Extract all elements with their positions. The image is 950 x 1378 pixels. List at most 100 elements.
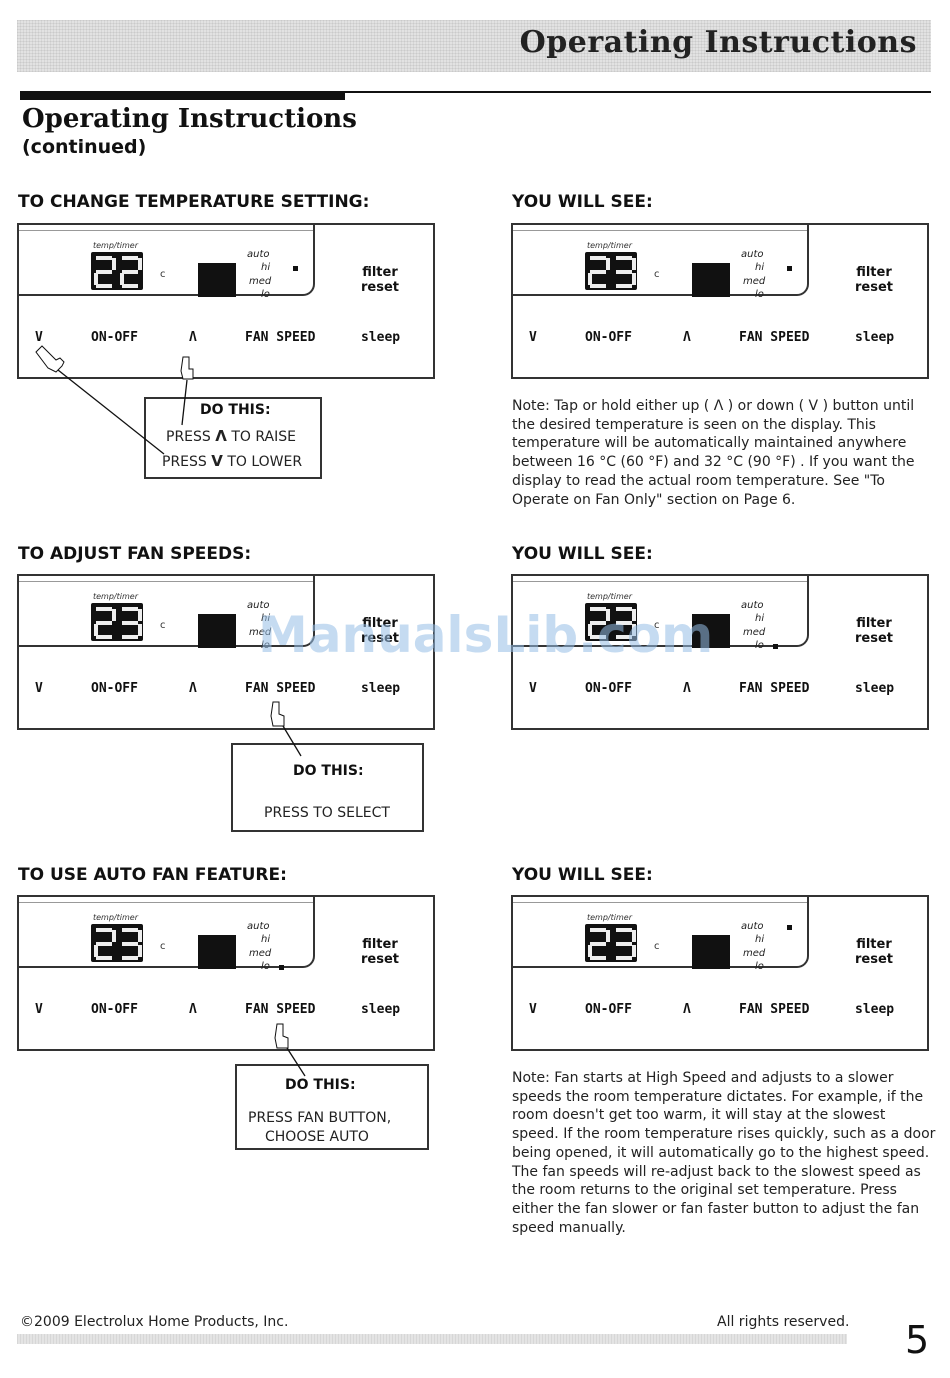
fan-speed-button[interactable]: FAN SPEED [739, 681, 810, 696]
temp-up-button[interactable]: Λ [189, 330, 197, 345]
speed-med-label: med [249, 627, 272, 638]
speed-med-label: med [743, 948, 766, 959]
temperature-display [585, 603, 637, 641]
fan-speed-button[interactable]: FAN SPEED [739, 330, 810, 345]
on-off-button[interactable]: ON-OFF [91, 1002, 138, 1017]
display-segment [616, 621, 632, 625]
sleep-button[interactable]: sleep [855, 330, 895, 345]
speed-indicator-dot [279, 965, 284, 970]
speed-lo-label: lo [755, 961, 764, 972]
temp-down-button[interactable]: V [529, 1002, 537, 1017]
display-segment [632, 945, 636, 957]
display-segment [616, 270, 632, 274]
divider [19, 902, 313, 903]
temp-up-button[interactable]: Λ [683, 1002, 691, 1017]
fan-speed-button[interactable]: FAN SPEED [739, 1002, 810, 1017]
temp-timer-label: temp/timer [93, 913, 138, 922]
do-this-box-auto-fan: DO THIS: PRESS FAN BUTTON, CHOOSE AUTO [235, 1064, 429, 1150]
temperature-display [91, 252, 143, 290]
temp-down-button[interactable]: V [35, 1002, 43, 1017]
sleep-button[interactable]: sleep [361, 330, 401, 345]
do-this-title: DO THIS: [285, 1077, 356, 1093]
display-segment [94, 624, 98, 636]
display-area: temp/timer c auto hi med lo [513, 225, 809, 300]
display-area: temp/timer c auto hi med lo [513, 897, 809, 972]
display-segment [590, 284, 606, 288]
sleep-button[interactable]: sleep [361, 681, 401, 696]
sleep-button[interactable]: sleep [361, 1002, 401, 1017]
heading-you-will-see-3: YOU WILL SEE: [512, 865, 653, 885]
display-segment [138, 945, 142, 957]
header-banner-title: Operating Instructions [519, 25, 917, 60]
display-segment [122, 928, 138, 932]
down-arrow-icon: V [211, 452, 223, 470]
speed-auto-label: auto [247, 249, 270, 260]
sleep-button[interactable]: sleep [855, 681, 895, 696]
divider [19, 230, 313, 231]
note-auto-fan: Note: Fan starts at High Speed and adjus… [512, 1070, 936, 1236]
display-segment [122, 270, 138, 274]
copyright: ©2009 Electrolux Home Products, Inc. [20, 1314, 289, 1330]
section-title: Operating Instructions [22, 104, 357, 134]
temp-up-button[interactable]: Λ [683, 681, 691, 696]
display-segment [606, 930, 610, 942]
speed-med-label: med [249, 948, 272, 959]
on-off-button[interactable]: ON-OFF [585, 1002, 632, 1017]
sleep-button[interactable]: sleep [855, 1002, 895, 1017]
temp-down-button[interactable]: V [529, 681, 537, 696]
title-rule-accent [20, 91, 345, 100]
temp-down-button[interactable]: V [35, 330, 43, 345]
fan-speed-button[interactable]: FAN SPEED [245, 1002, 316, 1017]
display-segment [590, 270, 606, 274]
speed-auto-label: auto [741, 921, 764, 932]
speed-hi-label: hi [755, 613, 765, 624]
heading-change-temperature: TO CHANGE TEMPERATURE SETTING: [18, 192, 370, 212]
speed-hi-label: hi [261, 262, 271, 273]
celsius-label: c [654, 269, 660, 280]
speed-med-label: med [249, 276, 272, 287]
indicator-block [198, 935, 236, 969]
temperature-display [585, 252, 637, 290]
temp-down-button[interactable]: V [529, 330, 537, 345]
display-segment [122, 607, 138, 611]
on-off-button[interactable]: ON-OFF [91, 330, 138, 345]
display-segment [96, 607, 112, 611]
header-banner: Operating Instructions [17, 20, 931, 72]
section-subtitle: (continued) [22, 136, 147, 158]
fan-speed-button[interactable]: FAN SPEED [245, 681, 316, 696]
speed-hi-label: hi [755, 934, 765, 945]
temperature-display [91, 603, 143, 641]
temp-down-button[interactable]: V [35, 681, 43, 696]
speed-indicator-dot [293, 266, 298, 271]
display-segment [590, 956, 606, 960]
fan-speed-button[interactable]: FAN SPEED [245, 330, 316, 345]
display-segment [616, 942, 632, 946]
temp-up-button[interactable]: Λ [189, 1002, 197, 1017]
on-off-button[interactable]: ON-OFF [585, 681, 632, 696]
on-off-button[interactable]: ON-OFF [585, 330, 632, 345]
temperature-display [585, 924, 637, 962]
temp-up-button[interactable]: Λ [683, 330, 691, 345]
display-segment [112, 930, 116, 942]
display-segment [616, 956, 632, 960]
display-segment [96, 635, 112, 639]
display-segment [616, 928, 632, 932]
temperature-display [91, 924, 143, 962]
on-off-button[interactable]: ON-OFF [91, 681, 138, 696]
instruction-raise: PRESS Λ TO RAISE [166, 427, 296, 445]
display-segment [122, 621, 138, 625]
divider [513, 230, 807, 231]
instruction-raise-prefix: PRESS [166, 429, 211, 445]
celsius-label: c [160, 941, 166, 952]
temp-up-button[interactable]: Λ [189, 681, 197, 696]
